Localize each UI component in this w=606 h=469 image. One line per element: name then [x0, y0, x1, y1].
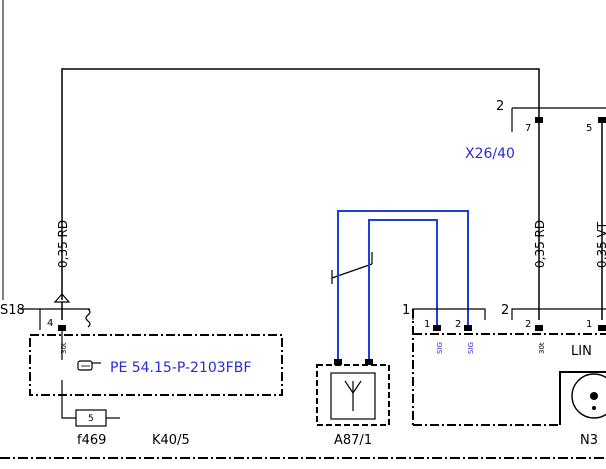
pin-x26-left: 2	[496, 99, 504, 114]
wire-to-fuse	[61, 380, 76, 419]
sig-label-1: SIG	[436, 342, 444, 354]
fuse-label: f469	[77, 433, 106, 448]
wire-label-right: 0,35 VT	[595, 221, 606, 268]
pe-reference-link[interactable]: PE 54.15-P-2103FBF	[77, 360, 251, 376]
svg-text:S18: S18	[0, 303, 25, 318]
pin-n-2: 2	[525, 319, 531, 330]
fuse-number: 5	[88, 414, 94, 424]
pin-x26-7: 7	[525, 123, 531, 134]
module-n3: 1 2 1 2 2 1 SIG SIG 30t LIN N3	[402, 303, 606, 448]
svg-text:PE 54.15-P-2103FBF: PE 54.15-P-2103FBF	[110, 360, 251, 376]
connector-x26-40: 2 7 5 X26/40	[465, 99, 606, 162]
wire-label-mid: 0,35 RD	[533, 220, 547, 268]
antenna-module-box	[316, 364, 390, 426]
pin-n-box-2: 2	[501, 303, 509, 318]
blue-wire-inner	[368, 219, 438, 362]
pin-n-1: 1	[586, 319, 592, 330]
splice-s18: S18	[0, 293, 91, 330]
module-k40-label: K40/5	[152, 433, 190, 448]
antenna-icon	[344, 380, 362, 411]
antenna-inner-box	[330, 372, 376, 420]
blue-wire-outer	[337, 210, 469, 362]
term-k40: 30t	[60, 342, 68, 354]
pin-a-1: 1	[424, 319, 430, 330]
module-k40-box	[29, 334, 283, 396]
sig-label-2: SIG	[467, 342, 475, 354]
pin-k40-4: 4	[47, 318, 53, 329]
pin-n-box-1: 1	[402, 303, 410, 318]
k40-pin-4	[58, 325, 66, 331]
module-n-label: N3	[580, 433, 598, 448]
connector-x26-label[interactable]: X26/40	[465, 146, 515, 162]
wire-rd-top-loop	[61, 68, 540, 300]
wire-label-left: 0,35 RD	[56, 220, 70, 268]
term-n: 30t	[538, 342, 546, 354]
pin-x26-5: 5	[586, 123, 592, 134]
pin-a-2: 2	[455, 319, 461, 330]
lin-label: LIN	[571, 344, 592, 359]
antenna-module-label: A87/1	[334, 433, 372, 448]
pointing-hand-icon	[77, 360, 101, 371]
motor-symbol	[571, 373, 606, 419]
